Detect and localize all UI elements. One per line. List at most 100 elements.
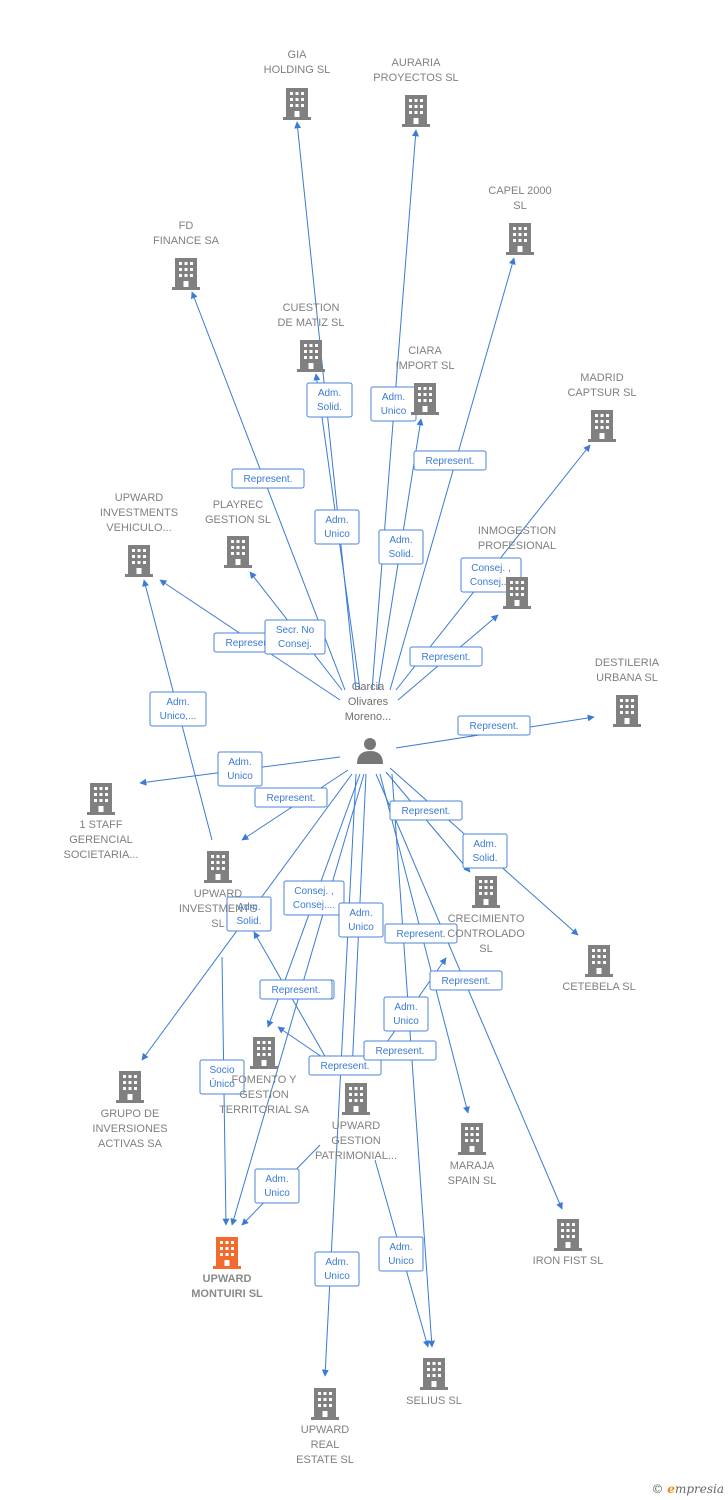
- edge-role-text: Solid.: [472, 853, 497, 864]
- edge-role-label[interactable]: Represent.: [457, 715, 531, 736]
- company-node-upvehic[interactable]: UPWARDINVESTMENTSVEHICULO...: [100, 492, 178, 577]
- building-icon: [311, 1388, 339, 1420]
- edge-role-label[interactable]: Adm.Unico: [217, 751, 263, 787]
- edge-role-text: Consej....: [470, 577, 512, 588]
- company-name-line: GESTION SL: [205, 514, 271, 526]
- edge-role-label[interactable]: Consej. ,Consej....: [283, 880, 345, 916]
- edge-upgest-to-upinv: [253, 931, 335, 1073]
- edge-role-label[interactable]: Adm.Unico: [370, 386, 417, 422]
- edge-role-text: Adm.: [318, 388, 341, 399]
- company-name-line: SPAIN SL: [448, 1175, 497, 1187]
- company-node-cetebela[interactable]: CETEBELA SL: [562, 945, 636, 993]
- company-name-line: HOLDING SL: [264, 64, 331, 76]
- edge-role-text: Represent.: [376, 1046, 425, 1057]
- edge-role-text: Socio: [209, 1065, 234, 1076]
- edge-role-label[interactable]: Represent.: [259, 979, 333, 1000]
- edge-role-box: [149, 691, 207, 727]
- edge-role-label[interactable]: Adm.Unico: [314, 509, 360, 545]
- company-node-selius[interactable]: SELIUS SL: [406, 1358, 462, 1407]
- edge-role-label[interactable]: Adm.Unico: [383, 996, 429, 1032]
- edge-person-to-ironfist: [375, 773, 563, 1210]
- edge-role-label[interactable]: Represent.: [308, 1055, 382, 1076]
- building-icon: [472, 876, 500, 908]
- building-icon: [125, 545, 153, 577]
- edge-role-text: Adm.: [394, 1002, 417, 1013]
- company-name-line: FINANCE SA: [153, 235, 220, 247]
- company-node-montuiri[interactable]: UPWARD MONTUIRI SL: [191, 1237, 263, 1300]
- edge-role-label[interactable]: Represent.: [254, 787, 328, 808]
- edge-role-label[interactable]: Represent.: [389, 800, 463, 821]
- edge-role-label[interactable]: Adm.Unico: [254, 1168, 300, 1204]
- company-name-line: GIA: [288, 49, 308, 61]
- edge-role-box: [389, 800, 463, 821]
- edge-role-text: Adm.: [382, 392, 405, 403]
- edge-role-label[interactable]: Adm.Solid.: [462, 833, 508, 869]
- company-name-line: GESTION: [331, 1135, 381, 1147]
- company-name-line: ACTIVAS SA: [98, 1138, 163, 1150]
- person-node[interactable]: GarciaOlivaresMoreno...: [345, 681, 392, 774]
- company-node-staff[interactable]: 1 STAFFGERENCIALSOCIETARIA...: [64, 783, 139, 861]
- edge-role-label[interactable]: Represent.: [413, 450, 487, 471]
- company-name-line: CIARA: [408, 345, 442, 357]
- person-name-line: Garcia: [352, 681, 385, 693]
- company-name-line: AURARIA: [392, 57, 442, 69]
- edge-role-box: [314, 1251, 360, 1287]
- edge-role-label[interactable]: Represent.: [429, 970, 503, 991]
- brand-e: e: [667, 1482, 675, 1496]
- company-node-auraria[interactable]: AURARIA PROYECTOS SL: [373, 57, 459, 127]
- company-name-line: UPWARD: [203, 1273, 252, 1285]
- edge-role-label[interactable]: Adm.Unico: [378, 1236, 424, 1272]
- building-icon: [297, 340, 325, 372]
- building-icon: [402, 95, 430, 127]
- company-name-line: PROYECTOS SL: [373, 72, 458, 84]
- edge-role-label[interactable]: Adm.Unico: [314, 1251, 360, 1287]
- edge-role-box: [254, 787, 328, 808]
- edge-role-text: Represent.: [442, 976, 491, 987]
- edge-role-box: [338, 902, 384, 938]
- edge-role-box: [429, 970, 503, 991]
- edge-role-label[interactable]: Adm.Solid.: [306, 382, 353, 418]
- edge-role-label[interactable]: Adm.Solid.: [378, 529, 424, 565]
- edge-role-label[interactable]: Adm.Unico,...: [149, 691, 207, 727]
- company-node-gia[interactable]: GIA HOLDING SL: [264, 49, 331, 120]
- company-name-line: MONTUIRI SL: [191, 1288, 263, 1300]
- edge-role-label[interactable]: Represent.: [384, 923, 458, 944]
- edge-role-label[interactable]: Represent.: [231, 468, 305, 489]
- building-icon: [342, 1083, 370, 1115]
- edge-role-text: Adm.: [237, 902, 260, 913]
- building-icon: [87, 783, 115, 815]
- company-name-line: INMOGESTION: [478, 525, 556, 537]
- edge-role-text: Adm.: [325, 515, 348, 526]
- edge-role-label[interactable]: Adm.Unico: [338, 902, 384, 938]
- edge-role-text: Represent.: [272, 985, 321, 996]
- edge-role-text: Unico: [264, 1188, 290, 1199]
- company-node-ironfist[interactable]: IRON FIST SL: [533, 1219, 604, 1267]
- edge-role-label[interactable]: Represent.: [409, 646, 483, 667]
- company-name-line: CAPEL 2000: [488, 185, 551, 197]
- edge-role-box: [308, 1055, 382, 1076]
- edge-role-label[interactable]: Represent.: [363, 1040, 437, 1061]
- edge-role-label[interactable]: Adm.Solid.: [226, 896, 272, 932]
- nodes-layer: GIA HOLDING SL AURARIA PROYECTOS SL CAPEL 20…: [64, 49, 660, 1466]
- edge-role-box: [306, 382, 353, 418]
- edge-role-text: Solid.: [388, 549, 413, 560]
- company-name-line: INVESTMENTS: [100, 507, 178, 519]
- company-name-line: ESTATE SL: [296, 1454, 354, 1466]
- company-node-upgest[interactable]: UPWARDGESTIONPATRIMONIAL...: [315, 1083, 397, 1162]
